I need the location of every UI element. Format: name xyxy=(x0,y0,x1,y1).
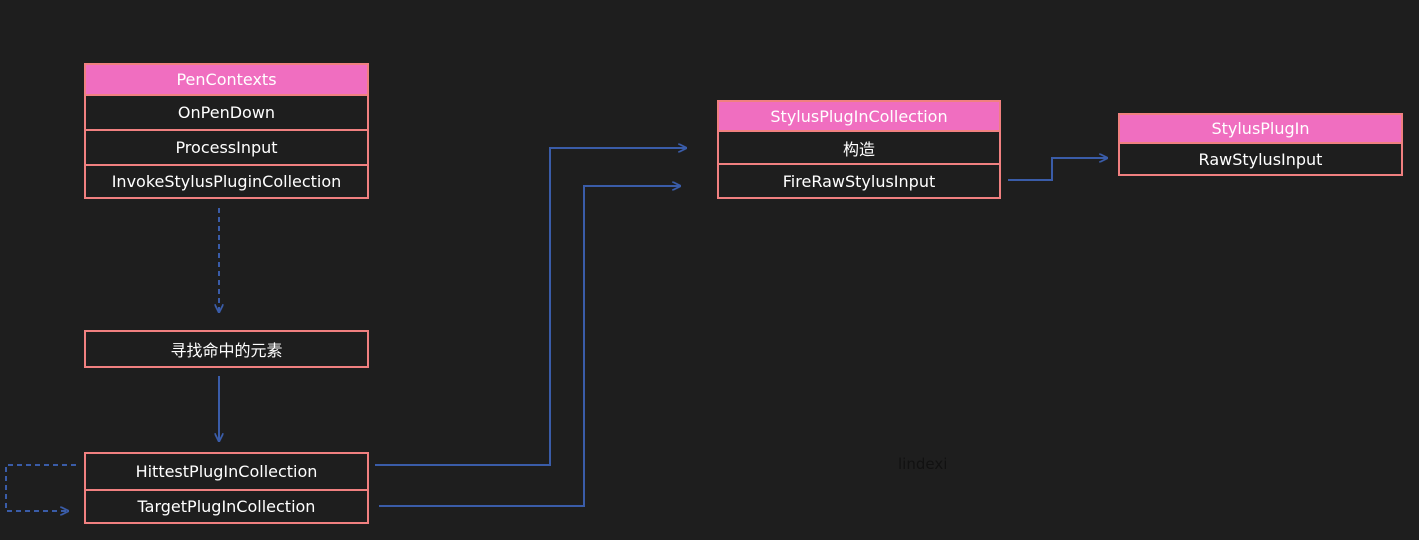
pencontexts-box: PenContexts OnPenDown ProcessInput Invok… xyxy=(84,63,369,199)
find-hit-element-box: 寻找命中的元素 xyxy=(84,330,369,368)
method-onpendown: OnPenDown xyxy=(86,94,367,129)
method-rawstylusinput: RawStylusInput xyxy=(1120,142,1401,174)
method-invokestyluspluginCollection: InvokeStylusPluginCollection xyxy=(86,164,367,197)
arrow-target-to-collection xyxy=(379,186,680,507)
find-hit-element-label: 寻找命中的元素 xyxy=(86,332,367,366)
stylusplugincollection-title: StylusPlugInCollection xyxy=(719,102,999,130)
stylusplugin-title: StylusPlugIn xyxy=(1120,115,1401,142)
arrow-hittest-loop xyxy=(5,464,76,511)
stylusplugin-box: StylusPlugIn RawStylusInput xyxy=(1118,113,1403,176)
method-processinput: ProcessInput xyxy=(86,129,367,164)
hittest-box: HittestPlugInCollection TargetPlugInColl… xyxy=(84,452,369,524)
stylusplugincollection-box: StylusPlugInCollection 构造 FireRawStylusI… xyxy=(717,100,1001,199)
method-constructor: 构造 xyxy=(719,130,999,163)
watermark-text: lindexi xyxy=(898,455,948,473)
pencontexts-title: PenContexts xyxy=(86,65,367,94)
arrow-hittest-to-collection xyxy=(375,148,686,466)
row-targetpluginCollection: TargetPlugInCollection xyxy=(86,489,367,522)
row-hittestpluginCollection: HittestPlugInCollection xyxy=(86,454,367,489)
method-firerawstylusinput: FireRawStylusInput xyxy=(719,163,999,197)
arrow-fire-to-stylusplugin xyxy=(1008,158,1107,181)
